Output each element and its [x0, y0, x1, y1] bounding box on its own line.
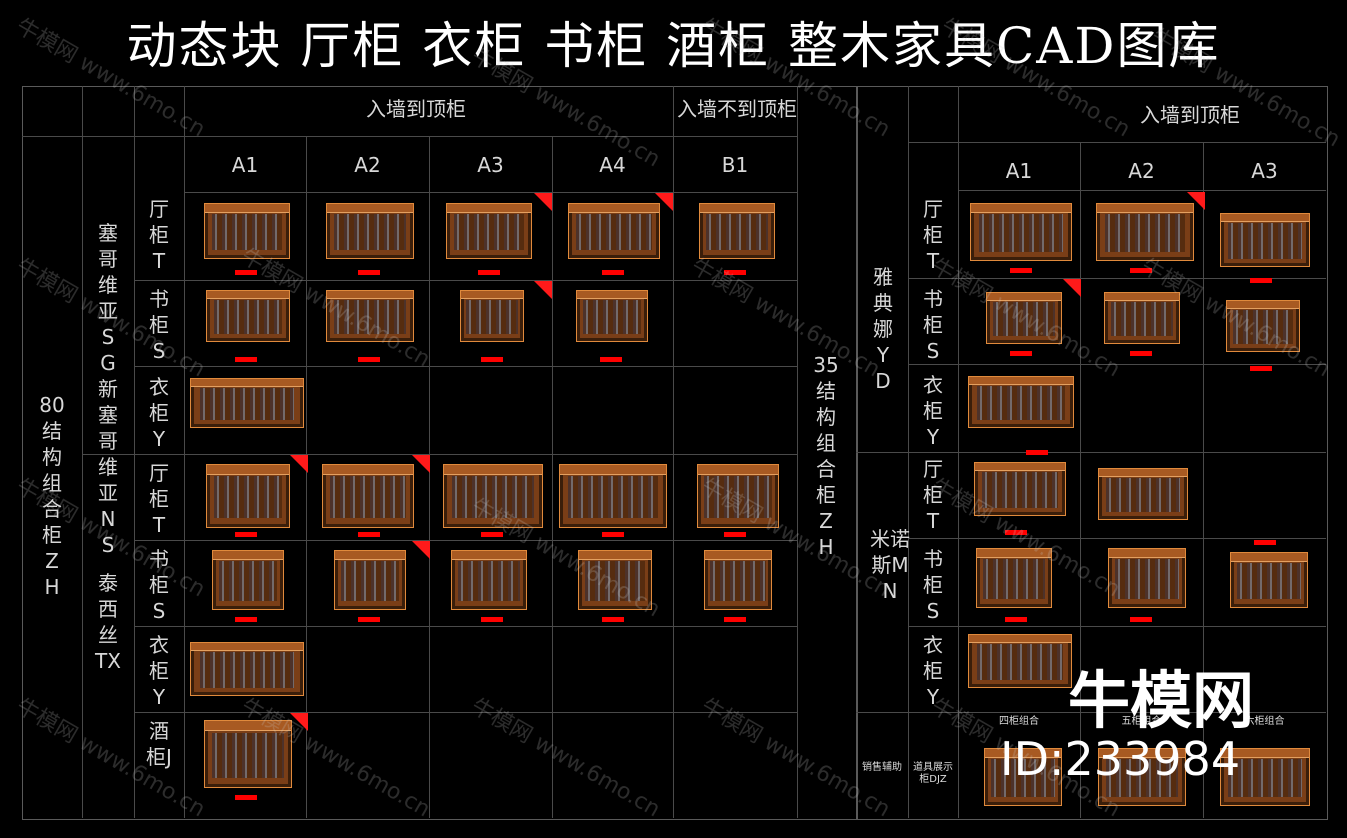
brand-logo-text: 牛模网 [1068, 664, 1255, 737]
cabinet-thumbnail[interactable] [322, 464, 414, 528]
series-sg-label: 塞哥维亚SG新塞哥维亚NS [98, 221, 118, 557]
combo-5-label: 五柜组合 [1121, 716, 1162, 727]
page-title: 动态块 厅柜 衣柜 书柜 酒柜 整木家具CAD图库 [126, 17, 1221, 75]
combo-6-label: 六柜组合 [1244, 716, 1285, 727]
cabinet-thumbnail[interactable] [568, 203, 660, 259]
cabinet-thumbnail[interactable] [1104, 292, 1180, 344]
cabinet-thumbnail[interactable] [190, 642, 304, 696]
left-group-label: 80结构组合柜ZH [39, 393, 65, 599]
col-a3: A3 [477, 153, 504, 177]
cabinet-thumbnail[interactable] [326, 203, 414, 259]
row-label-mn-t: 厅柜T [923, 457, 943, 533]
right-table-frame [856, 86, 1328, 820]
sales-aid-label: 销售辅助 [862, 762, 902, 773]
cabinet-thumbnail[interactable] [1226, 300, 1300, 352]
cabinet-thumbnail[interactable] [1230, 552, 1308, 608]
row-label-yd-t: 厅柜T [923, 197, 943, 273]
row-label-sg-t: 厅柜T [149, 197, 169, 273]
cabinet-thumbnail[interactable] [1220, 213, 1310, 267]
cabinet-thumbnail[interactable] [460, 290, 524, 342]
series-yd-label: 雅典娜YD [873, 265, 893, 393]
cabinet-thumbnail[interactable] [970, 203, 1072, 261]
cabinet-thumbnail[interactable] [704, 550, 772, 610]
series-tx-label: 泰西丝TX [95, 571, 121, 673]
row-label-tx-t: 厅柜T [149, 461, 169, 537]
cabinet-thumbnail[interactable] [697, 464, 779, 528]
cabinet-thumbnail[interactable] [976, 548, 1052, 608]
cabinet-thumbnail[interactable] [984, 748, 1062, 806]
col-a2: A2 [354, 153, 381, 177]
cabinet-thumbnail[interactable] [974, 462, 1066, 516]
cabinet-thumbnail[interactable] [1098, 748, 1186, 806]
right-header-full-height: 入墙到顶柜 [1140, 103, 1240, 127]
row-label-sg-y: 衣柜Y [149, 375, 169, 451]
cabinet-thumbnail[interactable] [578, 550, 652, 610]
left-header-partial-height: 入墙不到顶柜 [677, 97, 797, 121]
cabinet-thumbnail[interactable] [968, 376, 1074, 428]
cabinet-thumbnail[interactable] [190, 378, 304, 428]
display-cabinet-label: 道具展示柜DJZ [913, 762, 953, 785]
row-label-mn-y: 衣柜Y [923, 633, 943, 709]
col-b1: B1 [721, 153, 749, 177]
cabinet-thumbnail[interactable] [446, 203, 532, 259]
row-label-tx-y: 衣柜Y [149, 633, 169, 709]
cabinet-thumbnail[interactable] [699, 203, 775, 259]
cabinet-thumbnail[interactable] [986, 292, 1062, 344]
cabinet-thumbnail[interactable] [451, 550, 527, 610]
cabinet-thumbnail[interactable] [204, 720, 292, 788]
cabinet-thumbnail[interactable] [1098, 468, 1188, 520]
cabinet-thumbnail[interactable] [443, 464, 543, 528]
left-table-frame [22, 86, 858, 820]
cabinet-thumbnail[interactable] [1220, 748, 1310, 806]
col-a1: A1 [231, 153, 259, 177]
left-header-full-height: 入墙到顶柜 [366, 97, 466, 121]
id-label: ID:233984 [1000, 732, 1241, 786]
right-col-a3: A3 [1251, 159, 1278, 183]
row-label-yd-y: 衣柜Y [923, 373, 943, 449]
row-label-tx-s: 书柜S [149, 547, 169, 623]
cabinet-thumbnail[interactable] [968, 634, 1072, 688]
cabinet-thumbnail[interactable] [326, 290, 414, 342]
cabinet-thumbnail[interactable] [1108, 548, 1186, 608]
cabinet-thumbnail[interactable] [1096, 203, 1194, 261]
series-mn-label: 米诺斯MN [870, 527, 910, 603]
cabinet-thumbnail[interactable] [204, 203, 290, 259]
row-label-tx-j: 酒柜J [146, 719, 172, 769]
cabinet-thumbnail[interactable] [559, 464, 667, 528]
right-col-a2: A2 [1128, 159, 1155, 183]
row-label-sg-s: 书柜S [149, 287, 169, 363]
cabinet-thumbnail[interactable] [206, 290, 290, 342]
row-label-mn-s: 书柜S [923, 547, 943, 623]
row-label-yd-s: 书柜S [923, 287, 943, 363]
cabinet-thumbnail[interactable] [334, 550, 406, 610]
cabinet-thumbnail[interactable] [576, 290, 648, 342]
col-a4: A4 [599, 153, 626, 177]
cabinet-thumbnail[interactable] [212, 550, 284, 610]
combo-4-label: 四柜组合 [999, 716, 1039, 727]
right-col-a1: A1 [1005, 159, 1033, 183]
cabinet-thumbnail[interactable] [206, 464, 290, 528]
right-group-label: 35结构组合柜ZH [813, 353, 839, 559]
